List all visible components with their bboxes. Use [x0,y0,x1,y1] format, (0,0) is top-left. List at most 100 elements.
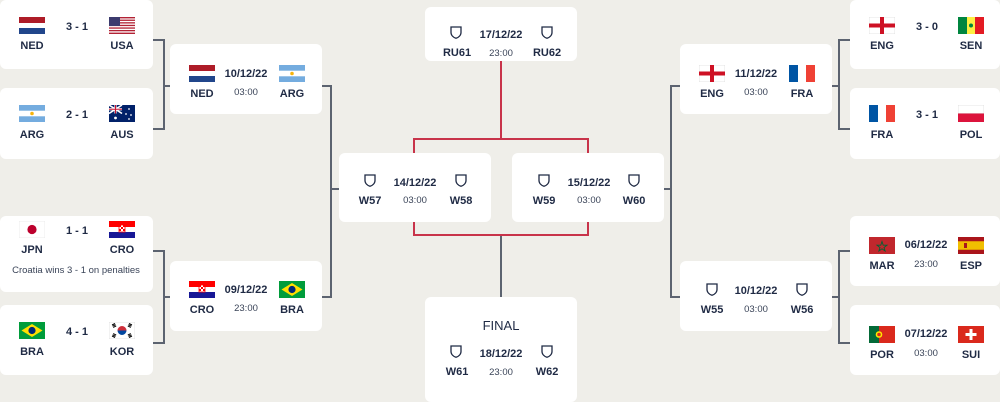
shield-icon [628,174,640,187]
team-code: BRA [20,346,44,358]
match-time: 23:00 [234,303,258,314]
flag-fra-icon [869,105,895,122]
match-score: 3 - 1 [915,109,938,121]
team-code: ENG [700,88,724,100]
match-card-sf-w59-w60[interactable]: W59 15/12/22 03:00 W60 [512,153,664,222]
flag-pol-icon [958,105,984,122]
team-code: USA [110,40,134,52]
match-date: 09/12/22 [224,284,268,296]
match-card-qf-cro-bra[interactable]: CRO 09/12/22 23:00 BRA [170,261,322,331]
match-card-eng-sen[interactable]: ENG 3 - 0 SEN [850,0,1000,69]
match-card-ned-usa[interactable]: NED 3 - 1 USA [0,0,153,69]
match-date: 14/12/22 [393,177,437,189]
match-card-qf-eng-fra[interactable]: ENG 11/12/22 03:00 FRA [680,44,832,114]
match-score: 3 - 1 [65,21,88,33]
shield-icon [538,174,550,187]
match-time: 23:00 [914,259,938,270]
flag-ned-icon [189,65,215,82]
team-code: RU61 [442,47,472,59]
match-time: 03:00 [403,195,427,206]
shield-icon [450,345,462,358]
flag-fra-icon [789,65,815,82]
shield-icon [455,174,467,187]
match-time: 23:00 [489,367,513,378]
match-time: 03:00 [234,87,258,98]
flag-jpn-icon [19,221,45,238]
match-card-jpn-cro[interactable]: JPN 1 - 1 CRO Croatia wins 3 - 1 on pena… [0,216,153,292]
match-date: 18/12/22 [479,348,523,360]
team-code: W56 [790,304,814,316]
match-date: 15/12/22 [567,177,611,189]
shield-icon [541,26,553,39]
team-code: MAR [869,260,895,272]
team-code: NED [190,88,214,100]
flag-cro-icon [189,281,215,298]
match-score: 4 - 1 [65,326,88,338]
match-time: 03:00 [914,348,938,359]
flag-bra-icon [279,281,305,298]
match-time: 03:00 [577,195,601,206]
shield-icon [541,345,553,358]
flag-bra-icon [19,322,45,339]
flag-sen-icon [958,17,984,34]
match-date: 11/12/22 [734,68,778,80]
flag-eng-icon [699,65,725,82]
team-code: KOR [109,346,135,358]
penalties-note: Croatia wins 3 - 1 on penalties [12,265,140,276]
match-card-final[interactable]: FINAL W61 18/12/22 23:00 W62 [425,297,577,402]
team-code: SEN [959,40,983,52]
match-date: 17/12/22 [479,29,523,41]
flag-esp-icon [958,237,984,254]
team-code: W58 [449,195,473,207]
final-label: FINAL [482,318,520,333]
team-code: CRO [189,304,215,316]
shield-icon [450,26,462,39]
team-code: W57 [358,195,382,207]
flag-ned-icon [19,17,45,34]
team-code: SUI [961,349,981,361]
flag-eng-icon [869,17,895,34]
match-card-sf-w57-w58[interactable]: W57 14/12/22 03:00 W58 [339,153,491,222]
match-card-third-place[interactable]: RU61 17/12/22 23:00 RU62 [425,7,577,61]
team-code: BRA [280,304,304,316]
match-time: 03:00 [744,87,768,98]
match-score: 1 - 1 [65,225,88,237]
match-time: 23:00 [489,48,513,59]
team-code: RU62 [532,47,562,59]
team-code: POR [870,349,894,361]
shield-icon [796,283,808,296]
shield-icon [364,174,376,187]
match-card-qf-w55-w56[interactable]: W55 10/12/22 03:00 W56 [680,261,832,331]
team-code: W60 [622,195,646,207]
flag-arg-icon [19,105,45,122]
team-code: ESP [959,260,982,272]
team-code: FRA [790,88,814,100]
match-date: 10/12/22 [224,68,268,80]
match-card-arg-aus[interactable]: ARG 2 - 1 AUS [0,88,153,159]
match-score: 2 - 1 [65,109,88,121]
team-code: W59 [532,195,556,207]
match-card-fra-pol[interactable]: FRA 3 - 1 POL [850,88,1000,159]
flag-usa-icon [109,17,135,34]
match-card-bra-kor[interactable]: BRA 4 - 1 KOR [0,305,153,375]
team-code: W62 [535,366,559,378]
flag-sui-icon [958,326,984,343]
team-code: W55 [700,304,724,316]
flag-arg-icon [279,65,305,82]
team-code: NED [20,40,44,52]
shield-icon [706,283,718,296]
match-card-qf-ned-arg[interactable]: NED 10/12/22 03:00 ARG [170,44,322,114]
flag-mar-icon [869,237,895,254]
match-card-mar-esp[interactable]: MAR 06/12/22 23:00 ESP [850,216,1000,286]
team-code: ENG [870,40,894,52]
match-date: 10/12/22 [734,285,778,297]
flag-aus-icon [109,105,135,122]
match-card-por-sui[interactable]: POR 07/12/22 03:00 SUI [850,305,1000,375]
team-code: ARG [279,88,305,100]
match-date: 07/12/22 [904,328,948,340]
team-code: POL [959,129,983,141]
flag-cro-icon [109,221,135,238]
flag-por-icon [869,326,895,343]
match-date: 06/12/22 [904,239,948,251]
team-code: FRA [870,129,894,141]
